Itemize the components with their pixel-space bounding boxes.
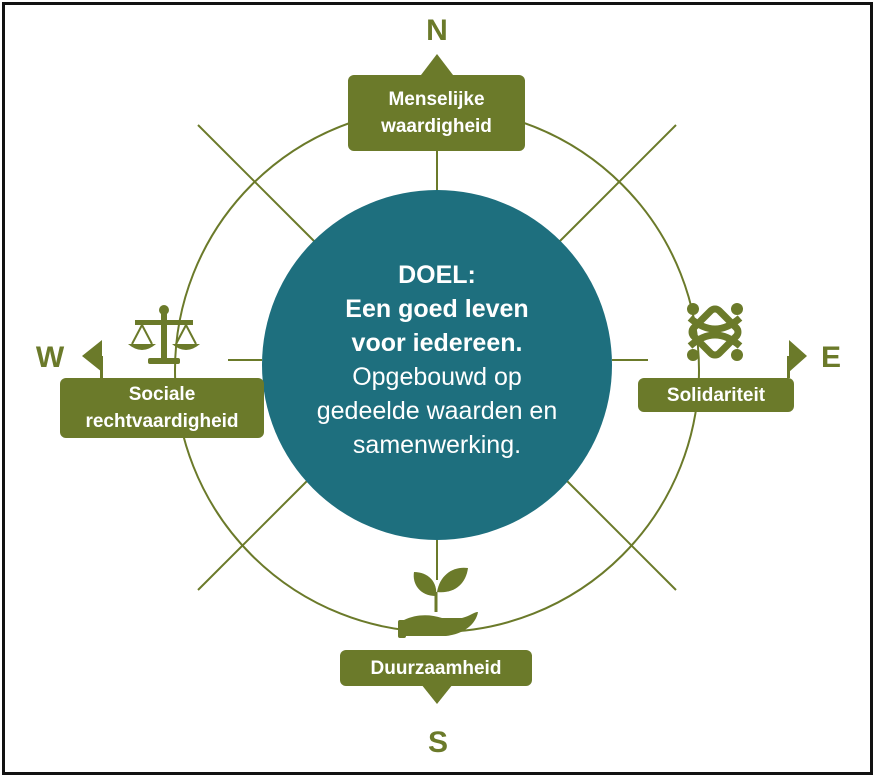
east-arrow — [789, 340, 807, 372]
interlocking-people-knot-icon — [687, 303, 743, 361]
west-label-line1: Sociale — [128, 384, 196, 405]
goal-text: DOEL: Een goed leven voor iedereen. Opge… — [262, 258, 612, 462]
goal-heading: DOEL: — [398, 261, 476, 289]
compass-south-letter: S — [427, 726, 448, 759]
west-arrow-stem — [100, 356, 103, 378]
spoke-sw — [197, 469, 319, 591]
hand-holding-plant-icon — [398, 567, 478, 638]
north-label-line1: Menselijke — [388, 89, 485, 110]
goal-line-3: voor iedereen. — [351, 329, 523, 357]
west-arrow — [82, 340, 102, 372]
goal-line-2: Een goed leven — [345, 295, 529, 323]
north-arrow — [421, 54, 453, 75]
west-label-box: Sociale rechtvaardigheid — [60, 378, 264, 438]
goal-circle — [262, 190, 612, 540]
north-label-line2: waardigheid — [381, 116, 492, 137]
goal-line-6: samenwerking. — [352, 431, 522, 459]
spoke-se — [555, 469, 677, 591]
spoke-nw — [197, 124, 319, 246]
north-label-box: Menselijke waardigheid — [348, 75, 525, 151]
compass-east-letter: E — [820, 341, 841, 374]
spoke-ne — [555, 124, 677, 246]
south-arrow — [421, 684, 453, 704]
scales-of-justice-icon — [128, 305, 200, 364]
compass-north-letter: N — [426, 14, 448, 47]
west-label-line2: rechtvaardigheid — [85, 411, 239, 432]
goal-line-4: Opgebouwd op — [352, 363, 522, 391]
compass-west-letter: W — [35, 341, 65, 374]
east-label: Solidariteit — [666, 384, 766, 406]
east-arrow-stem — [787, 356, 790, 378]
goal-line-5: gedeelde waarden en — [316, 397, 558, 425]
east-label-box: Solidariteit — [638, 378, 794, 412]
south-label: Duurzaamheid — [370, 657, 502, 679]
south-label-box: Duurzaamheid — [340, 650, 532, 686]
